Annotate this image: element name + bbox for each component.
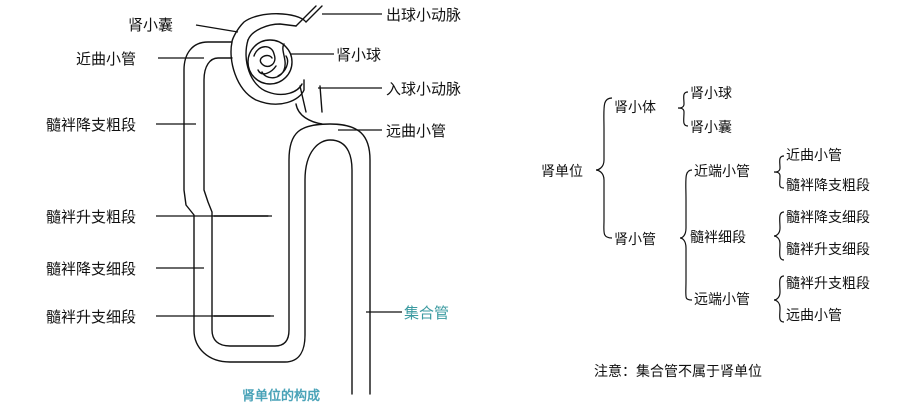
label-thin-asc: 髓袢升支细段 — [46, 308, 136, 326]
corpuscle-child-0: 肾小球 — [690, 86, 732, 102]
tree-proximal: 近端小管 — [694, 164, 750, 180]
tree-corpuscle: 肾小体 — [614, 100, 656, 116]
label-thin-desc: 髓袢降支细段 — [46, 260, 136, 278]
label-afferent: 入球小动脉 — [386, 80, 461, 98]
corpuscle-child-1: 肾小囊 — [690, 119, 732, 136]
leader-capsule — [195, 24, 239, 33]
thin-child-0: 髓袢降支细段 — [786, 210, 870, 226]
distal-child-0: 髓袢升支粗段 — [786, 276, 870, 292]
tree-distal: 远端小管 — [694, 292, 750, 308]
distal-child-1: 远曲小管 — [786, 308, 842, 324]
loop-inner-lines — [213, 215, 271, 317]
tree-thin: 髓袢细段 — [690, 230, 746, 246]
nephron-drawing: 肾小囊 出球小动脉 近曲小管 肾小球 入球小动脉 髓袢降支粗段 远曲小管 髓袢升… — [46, 5, 461, 404]
label-dct: 远曲小管 — [386, 122, 446, 140]
proximal-child-0: 近曲小管 — [786, 148, 842, 164]
tubule-inner-wall — [203, 23, 371, 395]
label-thick-asc: 髓袢升支粗段 — [46, 208, 136, 226]
glomerulus-tuft — [247, 39, 293, 85]
label-glomerulus: 肾小球 — [336, 46, 381, 64]
brace-corpuscle — [677, 91, 689, 127]
proximal-child-1: 髓袢降支粗段 — [786, 178, 870, 194]
label-efferent: 出球小动脉 — [386, 6, 461, 24]
brace-proximal — [773, 155, 785, 189]
bowman-capsule — [230, 39, 305, 105]
brace-distal — [773, 275, 785, 323]
label-thick-desc: 髓袢降支粗段 — [46, 116, 136, 134]
tree-tubule: 肾小管 — [614, 232, 656, 248]
brace-thin — [773, 211, 785, 261]
tree-root: 肾单位 — [541, 164, 583, 180]
efferent-arteriole — [295, 5, 323, 27]
tubule-outer-wall — [183, 13, 353, 395]
label-pct: 近曲小管 — [76, 50, 136, 68]
brace-root — [595, 97, 613, 239]
brace-tubule — [679, 169, 693, 301]
classification-tree: 肾单位 肾小体 肾小球 肾小囊 肾小管 近端小管 近曲小管 髓袢降支粗段 髓袢细… — [541, 86, 870, 380]
afferent-arteriole — [299, 85, 323, 113]
label-collecting: 集合管 — [404, 304, 449, 322]
diagram-caption: 肾单位的构成 — [242, 388, 320, 404]
thin-child-1: 髓袢升支细段 — [786, 242, 870, 258]
tree-note: 注意：集合管不属于肾单位 — [594, 363, 762, 380]
distal-junction — [295, 103, 323, 125]
label-capsule: 肾小囊 — [128, 16, 173, 34]
